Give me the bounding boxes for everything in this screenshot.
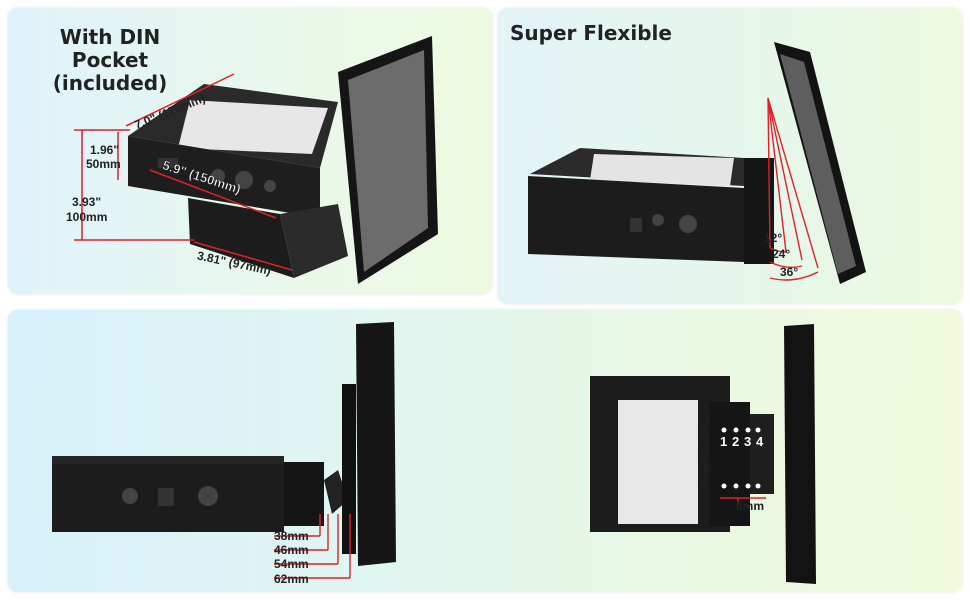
model-label: Model:F7G110XE: [701, 420, 710, 486]
offset-lines: [274, 514, 351, 579]
din-pocket-panel: With DIN Pocket (included): [8, 8, 492, 294]
super-flexible-panel: Super Flexible 12° 24° 36°: [498, 8, 962, 304]
mounting-views-panel: 38mm 46mm 54mm 62mm Model:F7G110XE 1 2 3…: [8, 310, 962, 592]
position-dots: [721, 427, 761, 489]
din-pocket-illustration: 7.0" (178mm) 1.96" 50mm 3.93" 100mm 5.9"…: [66, 36, 438, 284]
position-3: 3: [744, 434, 751, 449]
din-pocket-title: With DIN Pocket (included): [20, 26, 200, 95]
offset-54mm: 54mm: [274, 557, 309, 571]
flexible-unit-body: [528, 148, 774, 264]
din-pocket-title-line1: With DIN Pocket: [59, 25, 161, 72]
position-1: 1: [720, 434, 727, 449]
h2-dimension-label-inch: 3.93": [72, 195, 101, 209]
offset-38mm: 38mm: [274, 529, 309, 543]
spacing-8mm: 8mm: [736, 499, 764, 513]
dimension-lines: [74, 73, 293, 271]
side-view-screen: [342, 322, 396, 566]
h1-dimension-label-mm: 50mm: [86, 157, 121, 171]
tilt-angle-36: 36°: [780, 265, 798, 279]
offset-46mm: 46mm: [274, 543, 309, 557]
tilt-angle-12: 12°: [764, 231, 782, 245]
super-flexible-title: Super Flexible: [510, 21, 672, 45]
top-view-unit: [590, 324, 816, 584]
mounting-views-illustration: 38mm 46mm 54mm 62mm Model:F7G110XE 1 2 3…: [52, 322, 816, 586]
h2-dimension-label-mm: 100mm: [66, 210, 107, 224]
head-unit-body: [128, 84, 338, 218]
side-view-unit: [52, 456, 348, 532]
tilt-angle-markers: [767, 97, 819, 281]
position-2: 2: [732, 434, 739, 449]
din-pocket-title-line2: (included): [52, 71, 168, 95]
head-unit-screen: [338, 36, 438, 284]
tilt-angle-24: 24°: [772, 247, 790, 261]
flexible-illustration: 12° 24° 36°: [528, 42, 866, 284]
position-4: 4: [756, 434, 764, 449]
spacing-lines: [720, 497, 766, 506]
din-pocket: [188, 198, 348, 278]
offset-62mm: 62mm: [274, 572, 309, 586]
flexible-screen: [774, 42, 866, 284]
h1-dimension-label-inch: 1.96": [90, 143, 119, 157]
